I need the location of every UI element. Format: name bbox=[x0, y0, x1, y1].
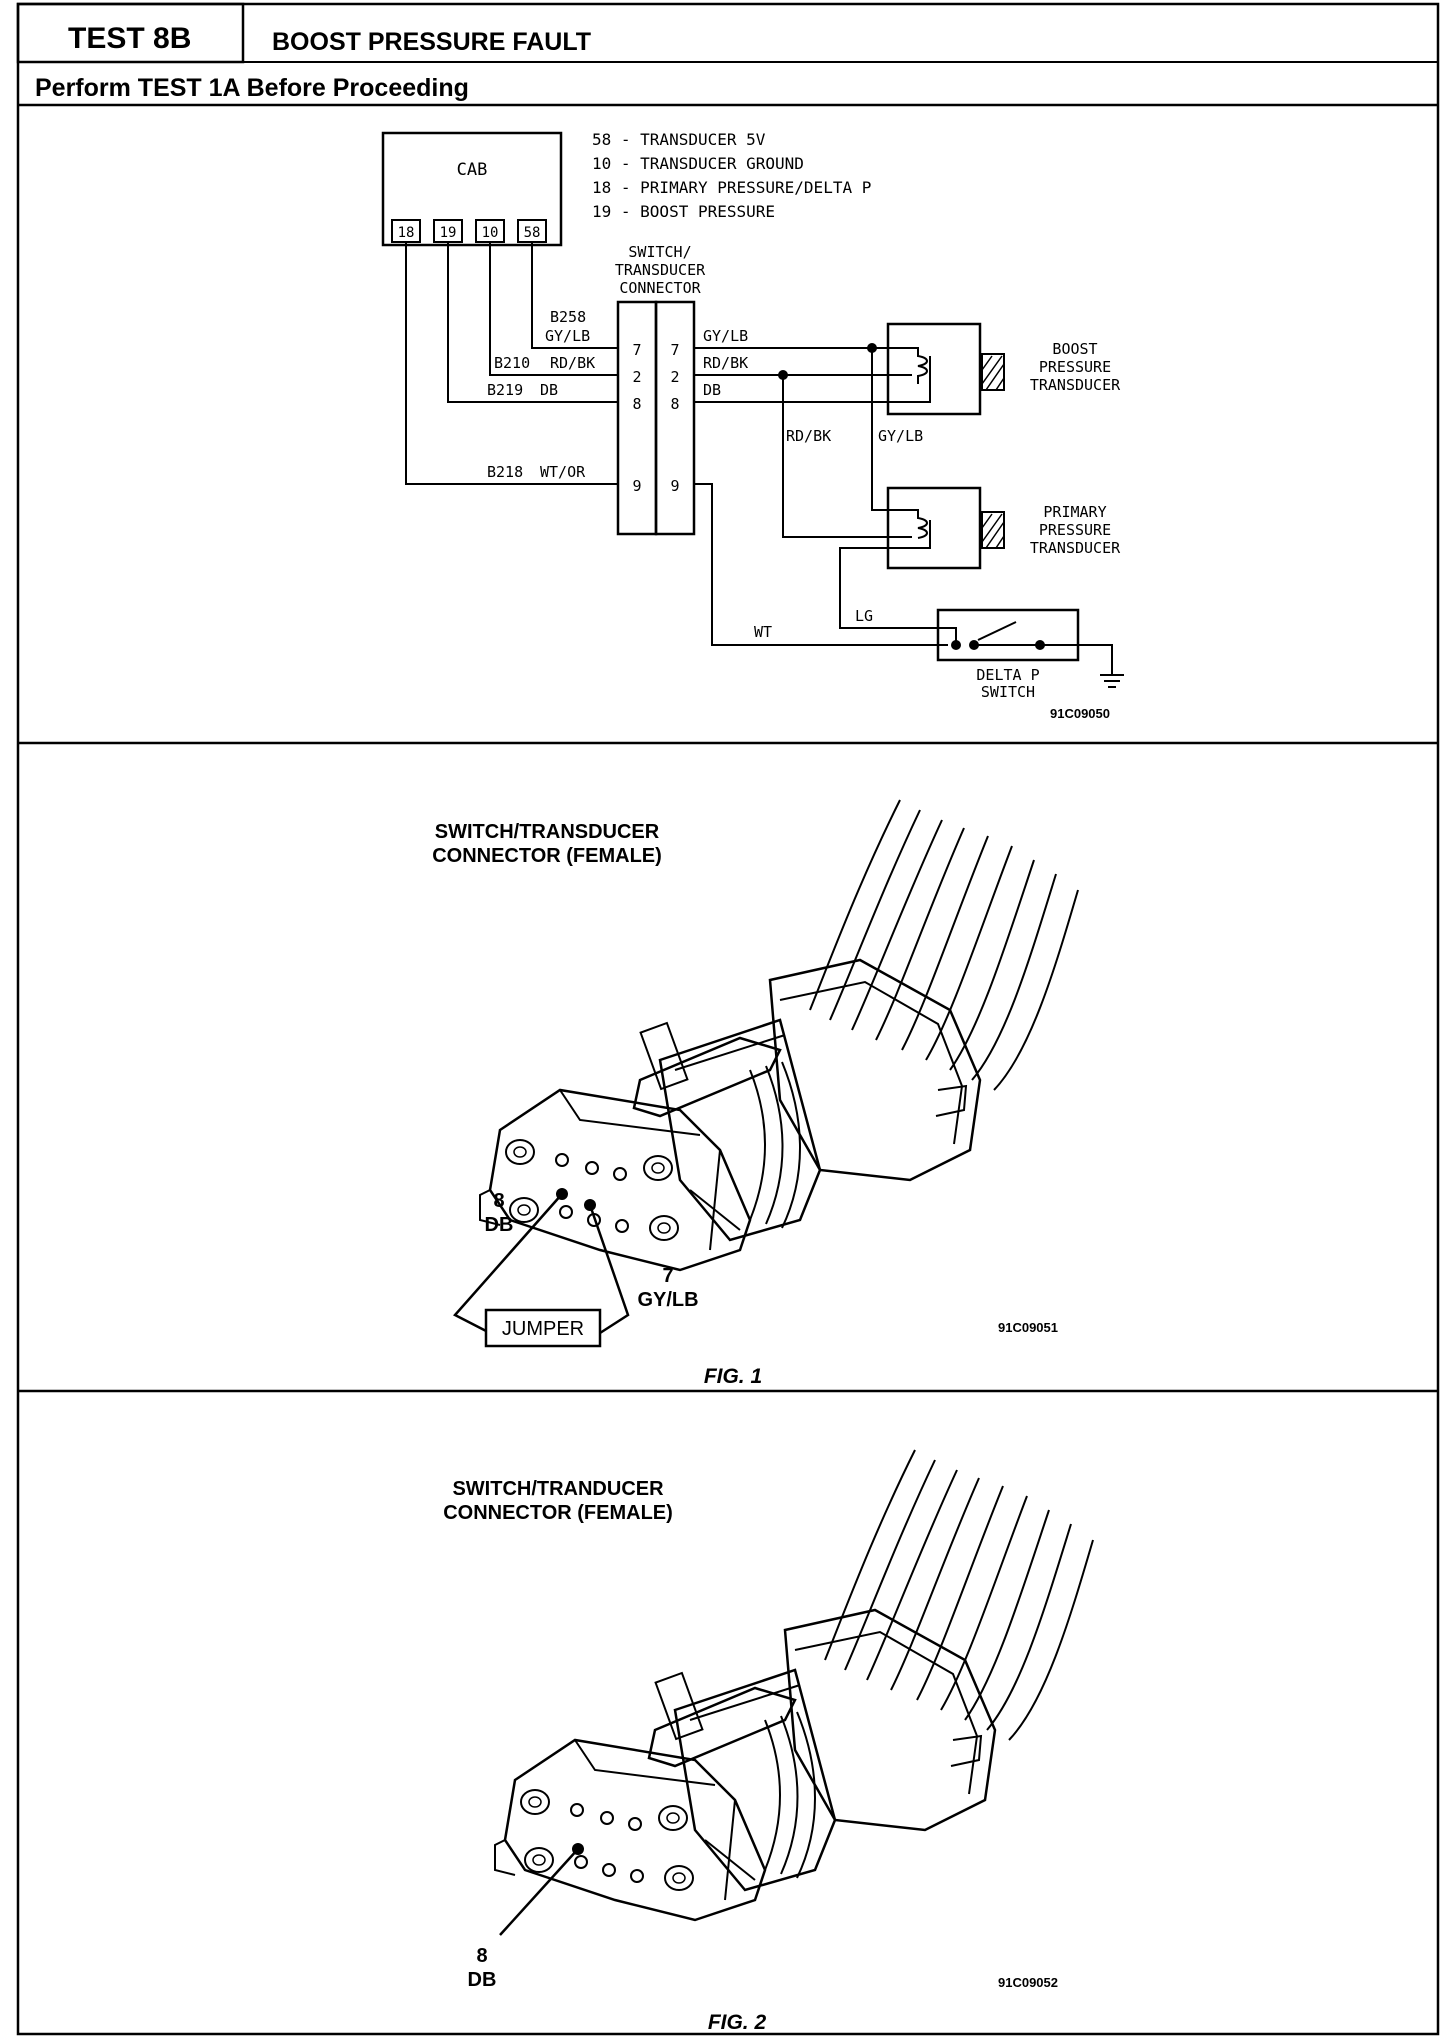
header: TEST 8B BOOST PRESSURE FAULT Perform TES… bbox=[16, 2, 1438, 107]
wire-circuit: B210 bbox=[494, 354, 530, 372]
cab-pin-58: 58 bbox=[524, 225, 541, 241]
switch-wire-label: WT bbox=[754, 623, 772, 641]
wiring-schematic: CAB 18 19 10 58 58 - TRANSDUCER 5V 10 - … bbox=[381, 130, 1124, 721]
legend-item: 10 - TRANSDUCER GROUND bbox=[592, 154, 804, 173]
wire-color: GY/LB bbox=[703, 327, 748, 345]
cab-pin-10: 10 bbox=[482, 225, 499, 241]
pin-8-number: 8 bbox=[476, 1945, 487, 1967]
cab-pin-19: 19 bbox=[440, 225, 457, 241]
wire-rd-bk-branch bbox=[782, 375, 888, 538]
primary-pressure-transducer bbox=[886, 486, 982, 570]
wire-circuit: B258 bbox=[550, 308, 586, 326]
wire-gy-lb-branch bbox=[871, 348, 888, 511]
pin-7-number: 7 bbox=[662, 1265, 673, 1287]
fig2-panel: SWITCH/TRANDUCER CONNECTOR (FEMALE) 8 DB… bbox=[443, 1448, 1095, 2034]
pin-8-color: DB bbox=[468, 1969, 497, 1991]
boost-transducer-label: TRANSDUCER bbox=[1030, 376, 1121, 394]
wire-circuit: B218 bbox=[487, 463, 523, 481]
pressure-port-icon bbox=[981, 511, 1005, 549]
connector-title: TRANSDUCER bbox=[615, 261, 706, 279]
figure-id: 91C09050 bbox=[1050, 706, 1110, 721]
jumper-box bbox=[484, 1308, 602, 1348]
connector-pin: 7 bbox=[670, 341, 679, 359]
cab-label: CAB bbox=[457, 160, 488, 180]
wire-b258 bbox=[531, 242, 618, 349]
connector-pin: 9 bbox=[670, 477, 679, 495]
connector-pin: 8 bbox=[670, 395, 679, 413]
fig2-connector-label: SWITCH/TRANDUCER bbox=[452, 1478, 664, 1500]
figure-id: 91C09051 bbox=[998, 1320, 1058, 1335]
jumper-lead bbox=[588, 1204, 630, 1335]
boost-transducer-label: PRESSURE bbox=[1039, 358, 1111, 376]
test-id-box bbox=[16, 2, 245, 64]
pressure-port-icon bbox=[981, 353, 1005, 391]
delta-p-switch-label: SWITCH bbox=[981, 683, 1035, 701]
fig1-caption: FIG. 1 bbox=[704, 1365, 762, 1388]
fig1-panel: SWITCH/TRANSDUCER CONNECTOR (FEMALE) JUM… bbox=[432, 798, 1080, 1388]
cab-pin-18: 18 bbox=[398, 225, 415, 241]
transducer-element bbox=[888, 509, 928, 539]
primary-transducer-label: PRESSURE bbox=[1039, 521, 1111, 539]
fig2-connector-label: CONNECTOR (FEMALE) bbox=[443, 1502, 673, 1524]
connector-title: SWITCH/ bbox=[628, 243, 691, 261]
boost-pressure-transducer bbox=[886, 322, 982, 416]
page-border bbox=[16, 2, 1440, 2036]
transducer-element bbox=[888, 347, 928, 384]
figure-id: 91C09052 bbox=[998, 1975, 1058, 1990]
wire-b219 bbox=[447, 242, 618, 403]
connector-half-right bbox=[654, 300, 696, 536]
fig2-caption: FIG. 2 bbox=[708, 2011, 767, 2034]
delta-p-switch bbox=[936, 608, 1080, 662]
connector-half-left bbox=[616, 300, 658, 536]
fig1-connector-drawing bbox=[478, 798, 1080, 1272]
wire-circuit: B219 bbox=[487, 381, 523, 399]
wire-wt bbox=[694, 483, 948, 646]
switch-blade bbox=[977, 621, 1017, 641]
fig1-connector-label: CONNECTOR (FEMALE) bbox=[432, 845, 662, 867]
delta-p-switch-label: DELTA P bbox=[976, 666, 1039, 684]
wire-color: DB bbox=[703, 381, 721, 399]
wire-color: RD/BK bbox=[550, 354, 595, 372]
legend-item: 18 - PRIMARY PRESSURE/DELTA P bbox=[592, 178, 871, 197]
wire-color: RD/BK bbox=[703, 354, 748, 372]
connector-pin: 9 bbox=[632, 477, 641, 495]
cab-module bbox=[381, 131, 563, 247]
wire-b210 bbox=[489, 242, 618, 376]
connector-pin: 8 bbox=[632, 395, 641, 413]
wire-color: DB bbox=[540, 381, 558, 399]
prerequisite-note: Perform TEST 1A Before Proceeding bbox=[35, 74, 469, 102]
connector-pin: 2 bbox=[670, 368, 679, 386]
connector-pin: 7 bbox=[632, 341, 641, 359]
primary-transducer-label: PRIMARY bbox=[1043, 503, 1106, 521]
branch-label: RD/BK bbox=[786, 427, 831, 445]
boost-transducer-label: BOOST bbox=[1052, 340, 1097, 358]
wire-b218 bbox=[405, 242, 618, 485]
pin-8-color: DB bbox=[485, 1214, 514, 1236]
primary-transducer-label: TRANSDUCER bbox=[1030, 539, 1121, 557]
test-id: TEST 8B bbox=[68, 22, 191, 55]
legend-item: 58 - TRANSDUCER 5V bbox=[592, 130, 766, 149]
wire-color: WT/OR bbox=[540, 463, 586, 481]
legend-item: 19 - BOOST PRESSURE bbox=[592, 202, 775, 221]
fig1-connector-label: SWITCH/TRANSDUCER bbox=[435, 821, 660, 843]
pin-7-color: GY/LB bbox=[637, 1289, 698, 1311]
wire-lg bbox=[839, 520, 942, 629]
pin-legend: 58 - TRANSDUCER 5V 10 - TRANSDUCER GROUN… bbox=[592, 130, 871, 221]
jumper-label: JUMPER bbox=[502, 1318, 584, 1340]
jumper-lead bbox=[452, 1193, 563, 1335]
test-title: BOOST PRESSURE FAULT bbox=[272, 28, 591, 56]
wire-color: GY/LB bbox=[545, 327, 590, 345]
connector-pin: 2 bbox=[632, 368, 641, 386]
probe-lead bbox=[499, 1848, 579, 1936]
switch-wire-label: LG bbox=[855, 607, 873, 625]
branch-label: GY/LB bbox=[878, 427, 923, 445]
pin-8-number: 8 bbox=[493, 1190, 504, 1212]
connector-title: CONNECTOR bbox=[619, 279, 701, 297]
